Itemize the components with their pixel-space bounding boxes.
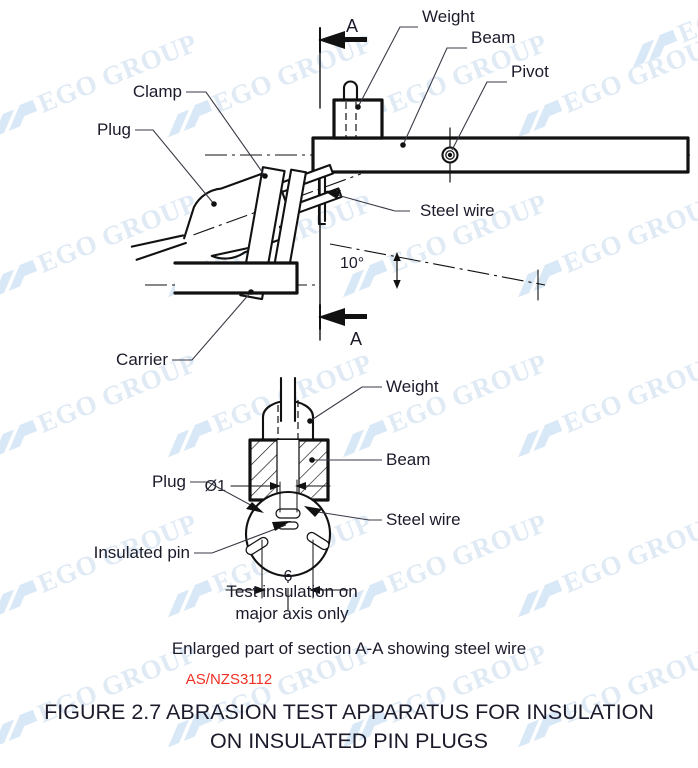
beam-leader-dot (400, 142, 406, 148)
label-beam-lower: Beam (386, 450, 430, 469)
steel-wire-leader-lower (317, 511, 382, 521)
plug-arrow-lower (246, 502, 264, 513)
carrier-leader-dot (248, 289, 254, 295)
label-insulated-pin: Insulated pin (94, 543, 190, 562)
angle-dimension-arrows (393, 252, 401, 289)
plug-face-fill (246, 492, 330, 576)
clamp-leader (186, 91, 266, 177)
weight-leader-lower (309, 386, 382, 422)
label-plug-lower: Plug (152, 472, 186, 491)
plug-leader-upper (135, 129, 215, 205)
plug-pin-earth (275, 508, 301, 519)
plug-cord-upper (130, 234, 185, 248)
section-arrow-bottom (318, 304, 367, 330)
wire-diameter-dimension (230, 479, 331, 513)
section-letter-top: A (346, 16, 358, 36)
clamp-plate-fill (272, 169, 306, 281)
upper-view-group: 10° A A Weight Beam (97, 7, 690, 369)
weight-handle (342, 80, 359, 102)
pivot-center-dot (447, 152, 453, 158)
weight-leader-dot (355, 104, 361, 110)
pivot-leader (451, 81, 507, 151)
section-caption: Enlarged part of section A-A showing ste… (172, 639, 526, 658)
label-weight-lower: Weight (386, 377, 439, 396)
clamp-bar (239, 166, 286, 301)
standard-reference: AS/NZS3112 (186, 671, 272, 688)
plug-pin-lower-fill (287, 188, 342, 216)
pivot-outer-ring (441, 146, 459, 164)
angle-upper-ray (329, 243, 546, 286)
label-weight: Weight (422, 7, 475, 26)
weight-rod-fill (281, 378, 295, 420)
weight-cylinder-fill (263, 401, 313, 440)
weight-leader (357, 26, 418, 108)
steel-wire-arrow-upper (324, 190, 341, 199)
label-plug-upper: Plug (97, 120, 131, 139)
insulated-pin-arrow (272, 521, 291, 531)
carrier-body-fill (175, 262, 297, 294)
steel-wire-leader-upper (329, 192, 410, 212)
note-line-1: Test insulation on (226, 582, 357, 601)
section-letter-bottom: A (350, 329, 362, 349)
label-carrier: Carrier (116, 350, 168, 369)
beam-bore-fill (277, 440, 299, 500)
plug-pin-right-slot (306, 531, 330, 551)
label-beam: Beam (471, 28, 515, 47)
label-pin-spacing: 6 (284, 568, 293, 585)
figure-title-line-2: ON INSULATED PIN PLUGS (210, 729, 488, 753)
carrier-leader (172, 291, 252, 361)
note-line-2: major axis only (235, 604, 349, 623)
plug-face-outline (244, 490, 332, 578)
plug-body-fill (184, 179, 270, 259)
caption-block: Enlarged part of section A-A showing ste… (44, 639, 654, 753)
beam-leader-dot-lower (309, 457, 315, 463)
lower-view-group: Ø1 6 Weight Beam Steel wire (94, 376, 461, 623)
angle-dimension-label: 10° (340, 255, 364, 272)
label-steel-wire-upper: Steel wire (420, 201, 495, 220)
beam-body (311, 136, 690, 174)
insulated-pin-leader (194, 524, 287, 554)
plug-leader-dot-upper (211, 201, 217, 207)
steel-wire-arrow-lower (304, 506, 322, 517)
label-pivot: Pivot (511, 62, 549, 81)
pin-spacing-dimension (225, 539, 349, 599)
pivot-inner-ring (445, 150, 455, 160)
section-arrow-top (318, 27, 367, 53)
clamp-leader-dot (262, 173, 268, 179)
beam-leader (402, 47, 467, 146)
label-steel-wire-lower: Steel wire (386, 510, 461, 529)
plug-cord-lower (135, 241, 187, 261)
beam-body-fill (313, 138, 688, 172)
figure-title-line-1: FIGURE 2.7 ABRASION TEST APPARATUS FOR I… (44, 700, 654, 724)
plug-leader-lower (190, 481, 259, 510)
weight-leader-dot-lower (307, 418, 313, 424)
label-clamp: Clamp (133, 82, 182, 101)
